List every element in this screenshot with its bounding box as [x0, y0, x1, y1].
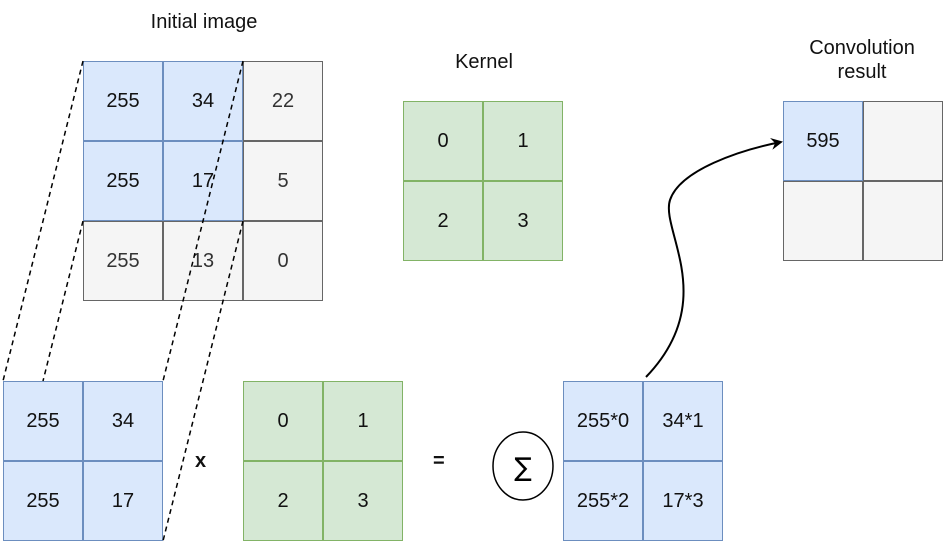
- initial-cell: 22: [243, 61, 323, 141]
- sum-symbol: ∑: [514, 453, 532, 483]
- result-grid: 595: [783, 101, 943, 261]
- convolution-result-title: Convolution result: [762, 36, 944, 84]
- kernel-copy-cell: 0: [243, 381, 323, 461]
- projection-lines: [2, 60, 244, 542]
- initial-cell: 5: [243, 141, 323, 221]
- kernel-grid: 0 1 2 3: [403, 101, 563, 261]
- result-cell: 595: [783, 101, 863, 181]
- patch-cell: 34: [83, 381, 163, 461]
- initial-image-grid: 255 34 22 255 17 5 255 13 0: [83, 61, 323, 301]
- product-cell: 17*3: [643, 461, 723, 541]
- initial-cell: 34: [163, 61, 243, 141]
- initial-cell: 255: [83, 221, 163, 301]
- result-cell: [863, 101, 943, 181]
- product-cell: 34*1: [643, 381, 723, 461]
- convolution-result-title-line2: result: [837, 61, 887, 83]
- result-cell: [783, 181, 863, 261]
- multiply-operator: x: [195, 450, 207, 472]
- products-grid: 255*0 34*1 255*2 17*3: [563, 381, 723, 541]
- patch-cell: 255: [3, 461, 83, 541]
- convolution-result-title-line1: Convolution: [809, 37, 915, 59]
- patch-grid: 255 34 255 17: [3, 381, 163, 541]
- sum-ellipse: [492, 431, 554, 501]
- product-cell: 255*2: [563, 461, 643, 541]
- result-arrow: [645, 138, 783, 378]
- kernel-copy-cell: 1: [323, 381, 403, 461]
- initial-cell: 255: [83, 141, 163, 221]
- kernel-copy-cell: 3: [323, 461, 403, 541]
- patch-cell: 255: [3, 381, 83, 461]
- projection-line: [42, 220, 84, 382]
- equals-operator: =: [433, 450, 445, 472]
- product-cell: 255*0: [563, 381, 643, 461]
- patch-cell: 17: [83, 461, 163, 541]
- kernel-copy-grid: 0 1 2 3: [243, 381, 403, 541]
- kernel-cell: 3: [483, 181, 563, 261]
- kernel-copy-cell: 2: [243, 461, 323, 541]
- initial-cell: 17: [163, 141, 243, 221]
- initial-cell: 0: [243, 221, 323, 301]
- kernel-cell: 2: [403, 181, 483, 261]
- kernel-title: Kernel: [455, 51, 513, 73]
- initial-cell: 255: [83, 61, 163, 141]
- projection-line: [2, 60, 84, 382]
- sum-node: ∑: [492, 431, 554, 501]
- result-cell: [863, 181, 943, 261]
- kernel-cell: 0: [403, 101, 483, 181]
- projection-line: [162, 220, 244, 542]
- initial-image-title: Initial image: [150, 11, 258, 33]
- kernel-cell: 1: [483, 101, 563, 181]
- projection-line: [162, 60, 244, 382]
